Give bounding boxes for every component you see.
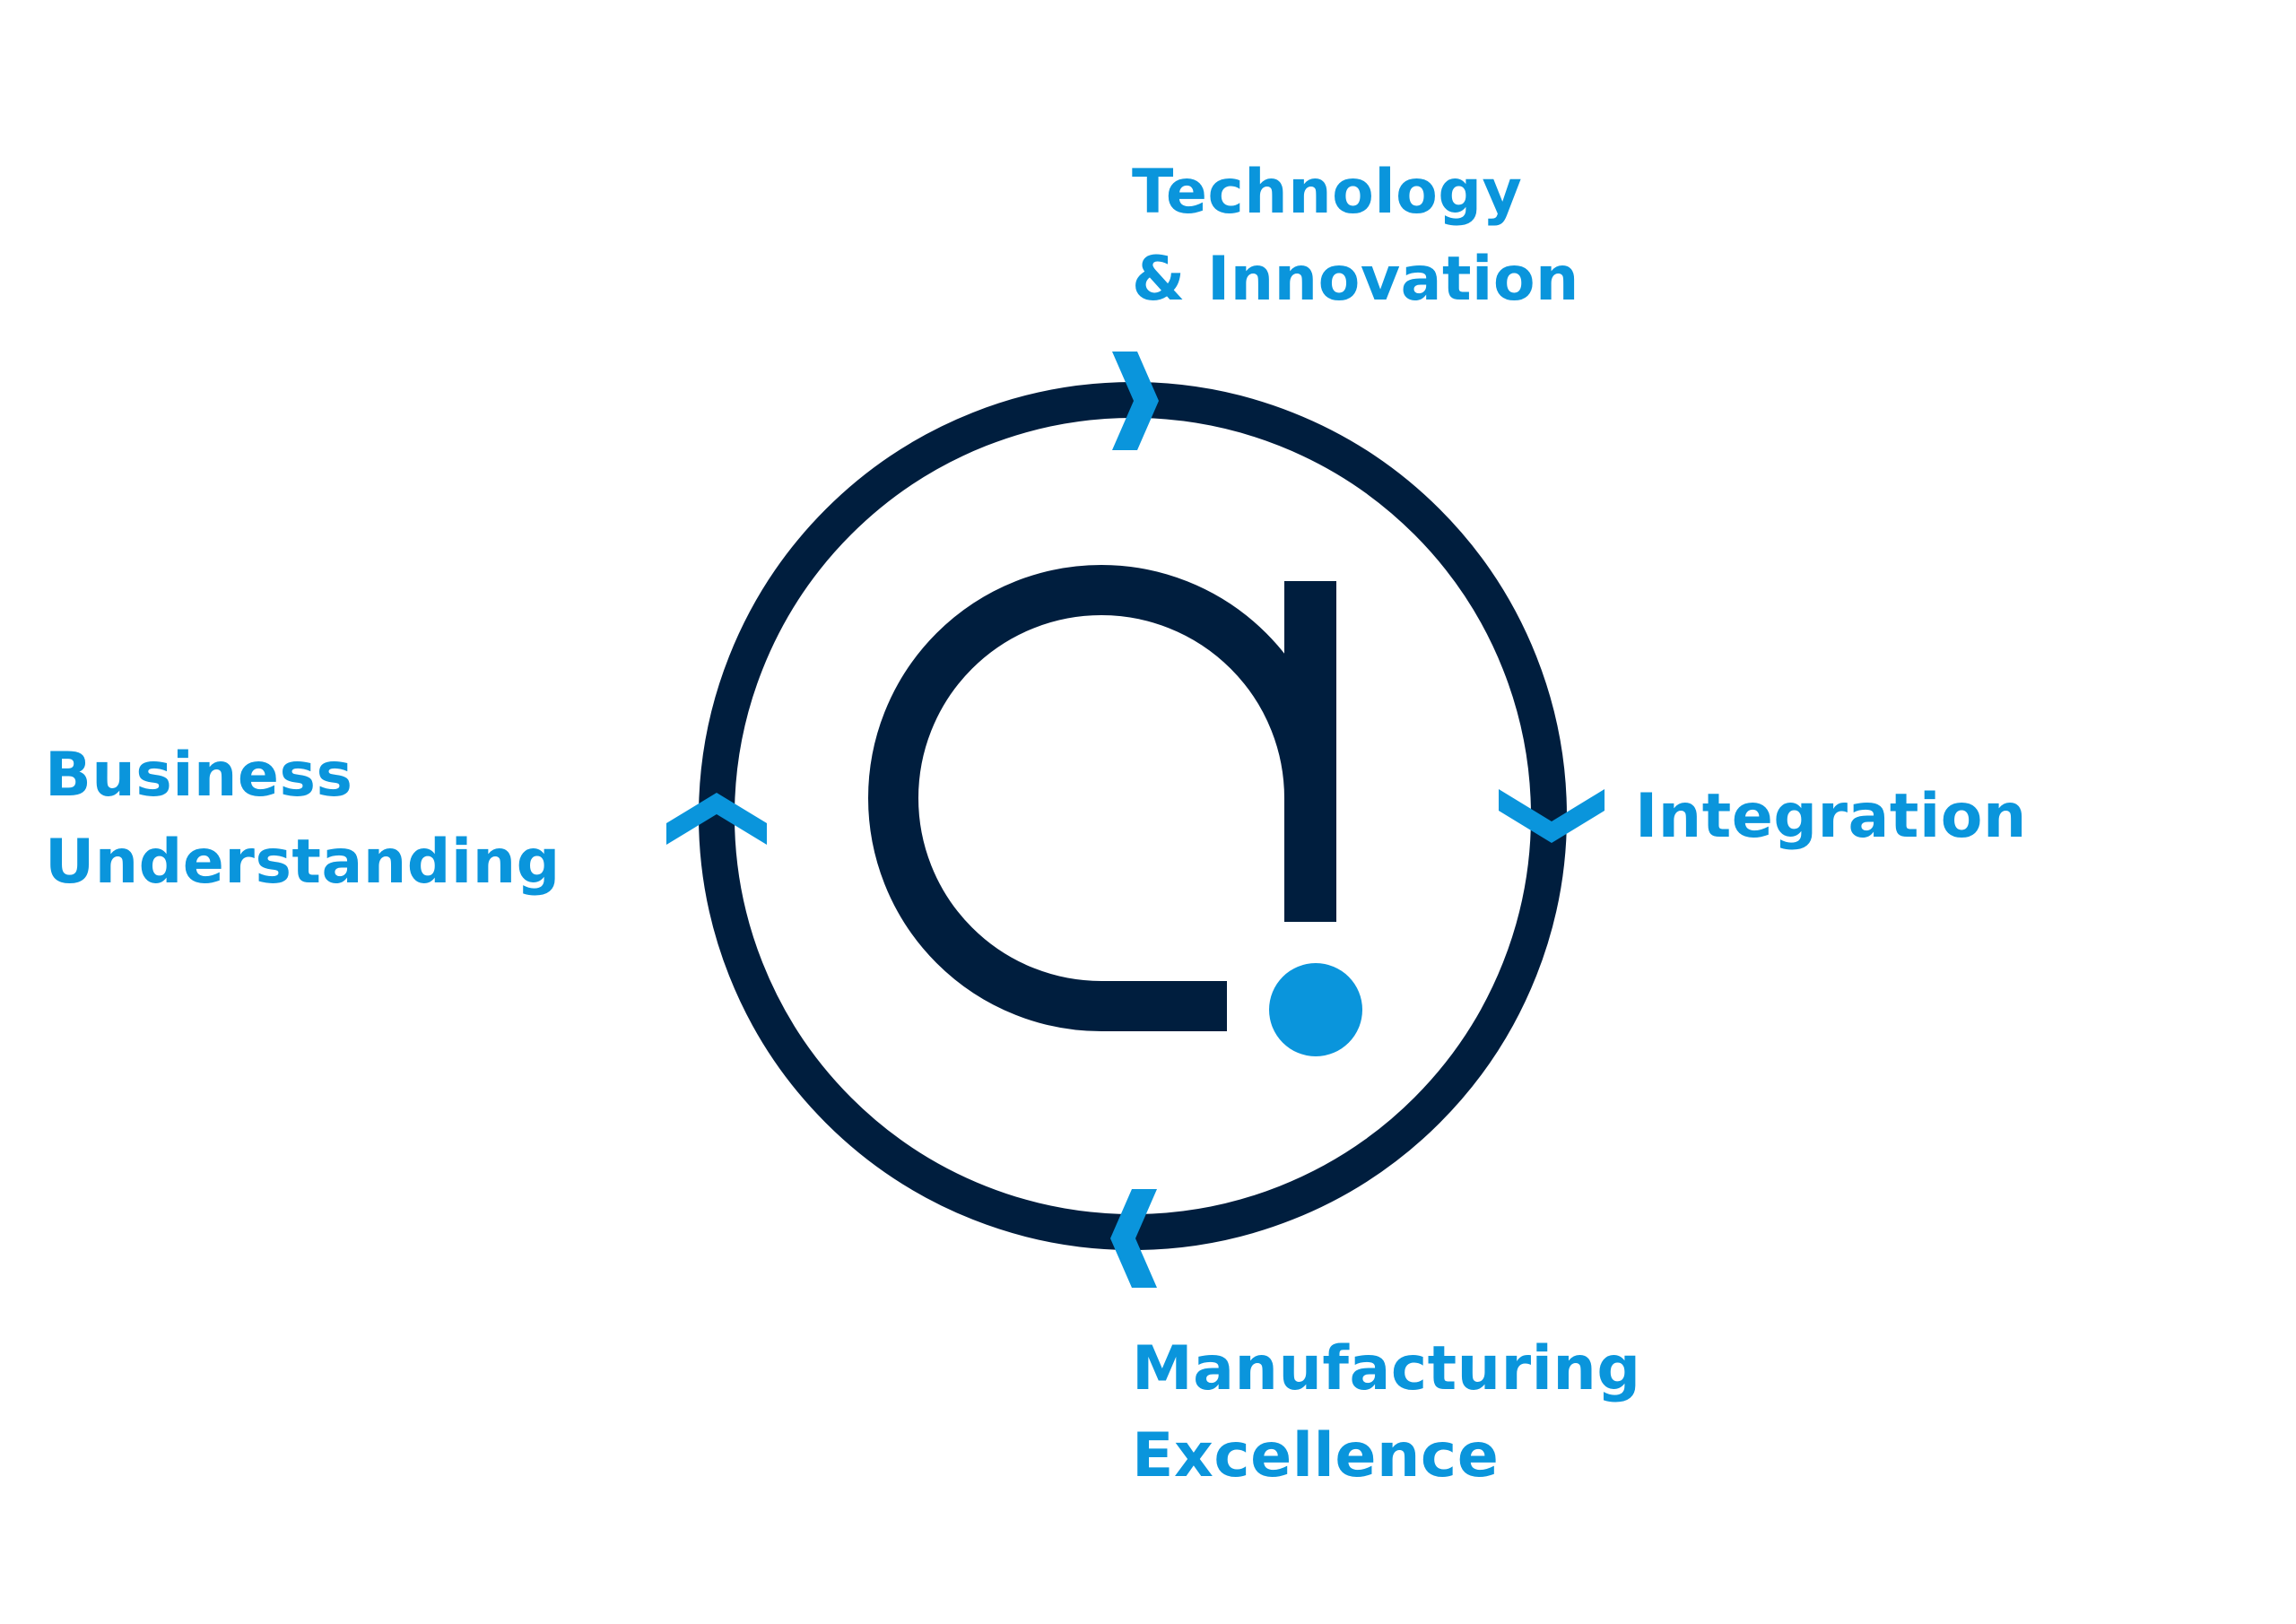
label-line: Understanding bbox=[45, 827, 561, 898]
center-logo-icon bbox=[868, 565, 1362, 1056]
label-line: Business bbox=[45, 740, 353, 811]
label-line: & Innovation bbox=[1132, 244, 1579, 315]
label-line: Integration bbox=[1635, 781, 2027, 852]
logo-letter-stem bbox=[1284, 581, 1336, 922]
label-line: Technology bbox=[1132, 157, 1523, 228]
logo-dot-icon bbox=[1269, 963, 1362, 1056]
label-manufacturing-excellence: Manufacturing Excellence bbox=[1132, 1325, 1641, 1499]
chevron-left-icon bbox=[666, 793, 767, 845]
label-technology-innovation: Technology & Innovation bbox=[1132, 149, 1579, 323]
chevron-top-icon bbox=[1112, 352, 1159, 450]
label-business-understanding: Business Understanding bbox=[45, 732, 561, 906]
label-integration: Integration bbox=[1635, 773, 2027, 860]
logo-letter-arc bbox=[868, 565, 1335, 1031]
label-line: Excellence bbox=[1132, 1420, 1500, 1491]
cycle-ring bbox=[699, 382, 1567, 1250]
chevron-bottom-icon bbox=[1110, 1189, 1157, 1288]
label-line: Manufacturing bbox=[1132, 1333, 1641, 1404]
chevron-right-icon bbox=[1499, 789, 1605, 843]
